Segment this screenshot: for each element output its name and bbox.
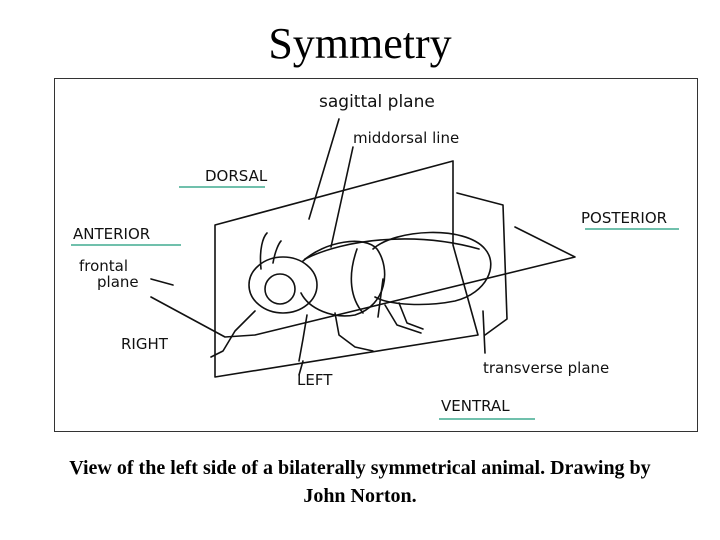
transverse-plane <box>377 192 508 336</box>
insect-abdomen <box>372 231 492 306</box>
label-left: LEFT <box>297 371 333 389</box>
insect-antenna-2 <box>272 240 282 264</box>
label-right: RIGHT <box>121 335 169 353</box>
insect-eye <box>264 273 296 305</box>
label-frontal-plane-1: frontal <box>79 257 128 275</box>
insect-thorax <box>300 240 386 317</box>
leader-transverse <box>482 310 486 354</box>
middorsal-line <box>304 238 480 260</box>
leader-left <box>298 360 304 376</box>
symmetry-diagram: sagittal plane middorsal line DORSAL ANT… <box>71 92 679 420</box>
label-frontal-plane-2: plane <box>97 273 139 291</box>
insect-leg-1 <box>210 310 256 358</box>
label-posterior: POSTERIOR <box>581 209 667 227</box>
sagittal-plane <box>214 160 479 378</box>
insect-leg-2 <box>298 314 308 362</box>
label-transverse-plane: transverse plane <box>483 359 609 377</box>
label-middorsal-line: middorsal line <box>353 129 459 147</box>
label-dorsal: DORSAL <box>205 167 268 185</box>
label-anterior: ANTERIOR <box>73 225 150 243</box>
label-sagittal-plane: sagittal plane <box>319 92 435 112</box>
frontal-plane <box>150 226 576 338</box>
insect-antenna-1 <box>259 232 268 270</box>
slide-title: Symmetry <box>268 19 452 68</box>
insect-leg-4 <box>384 304 422 334</box>
insect-leg-3 <box>334 312 374 352</box>
caption-line-1: View of the left side of a bilaterally s… <box>69 457 651 479</box>
figure-caption: View of the left side of a bilaterally s… <box>0 454 720 510</box>
label-ventral: VENTRAL <box>441 397 510 415</box>
leader-sagittal <box>308 118 340 220</box>
insect-head <box>248 256 318 314</box>
diagram-frame: sagittal plane middorsal line DORSAL ANT… <box>54 78 698 432</box>
caption-line-2: John Norton. <box>303 485 417 507</box>
insect-abdomen-segment <box>350 248 364 314</box>
label-underlines <box>71 186 679 420</box>
insect-leg-5 <box>398 302 424 330</box>
leader-middorsal <box>330 146 354 248</box>
leader-frontal <box>150 278 174 286</box>
